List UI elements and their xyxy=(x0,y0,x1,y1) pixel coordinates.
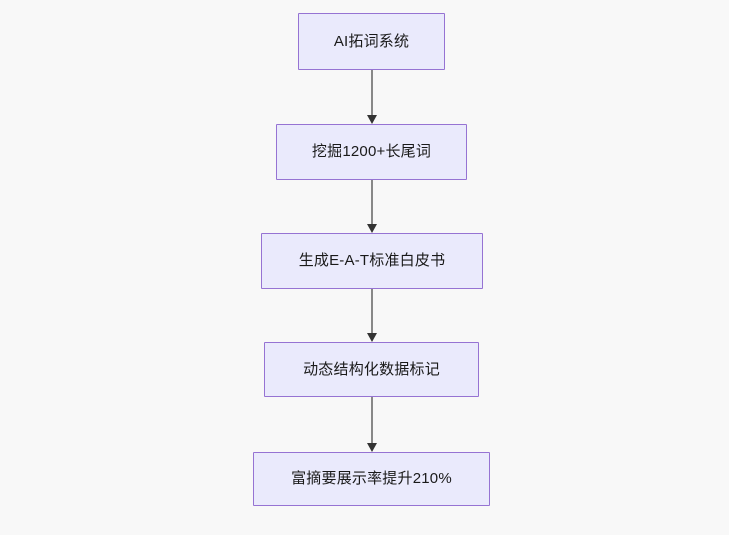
flow-node-generate-eat-whitepaper[interactable]: 生成E-A-T标准白皮书 xyxy=(261,233,483,289)
edge-line xyxy=(371,289,373,335)
flow-edge-2 xyxy=(366,180,377,233)
arrowhead-icon xyxy=(366,443,377,452)
flow-node-label: AI拓词系统 xyxy=(333,32,410,50)
arrowhead-icon xyxy=(366,224,377,233)
edge-line xyxy=(371,180,373,226)
arrowhead-icon xyxy=(366,115,377,124)
flow-node-dynamic-structured-data-markup[interactable]: 动态结构化数据标记 xyxy=(264,342,479,397)
flow-node-ai-keyword-system[interactable]: AI拓词系统 xyxy=(298,13,445,70)
flow-edge-3 xyxy=(366,289,377,342)
flow-node-mine-longtail-keywords[interactable]: 挖掘1200+长尾词 xyxy=(276,124,467,180)
arrowhead-icon xyxy=(366,333,377,342)
flow-node-rich-snippet-impression-lift[interactable]: 富摘要展示率提升210% xyxy=(253,452,490,506)
flow-node-label: 动态结构化数据标记 xyxy=(303,360,440,378)
flow-edge-1 xyxy=(366,70,377,124)
edge-line xyxy=(371,397,373,445)
flow-node-label: 富摘要展示率提升210% xyxy=(291,470,452,487)
flow-node-label: 生成E-A-T标准白皮书 xyxy=(298,252,446,269)
flow-edge-4 xyxy=(366,397,377,452)
flow-node-label: 挖掘1200+长尾词 xyxy=(311,143,432,160)
edge-line xyxy=(371,70,373,117)
